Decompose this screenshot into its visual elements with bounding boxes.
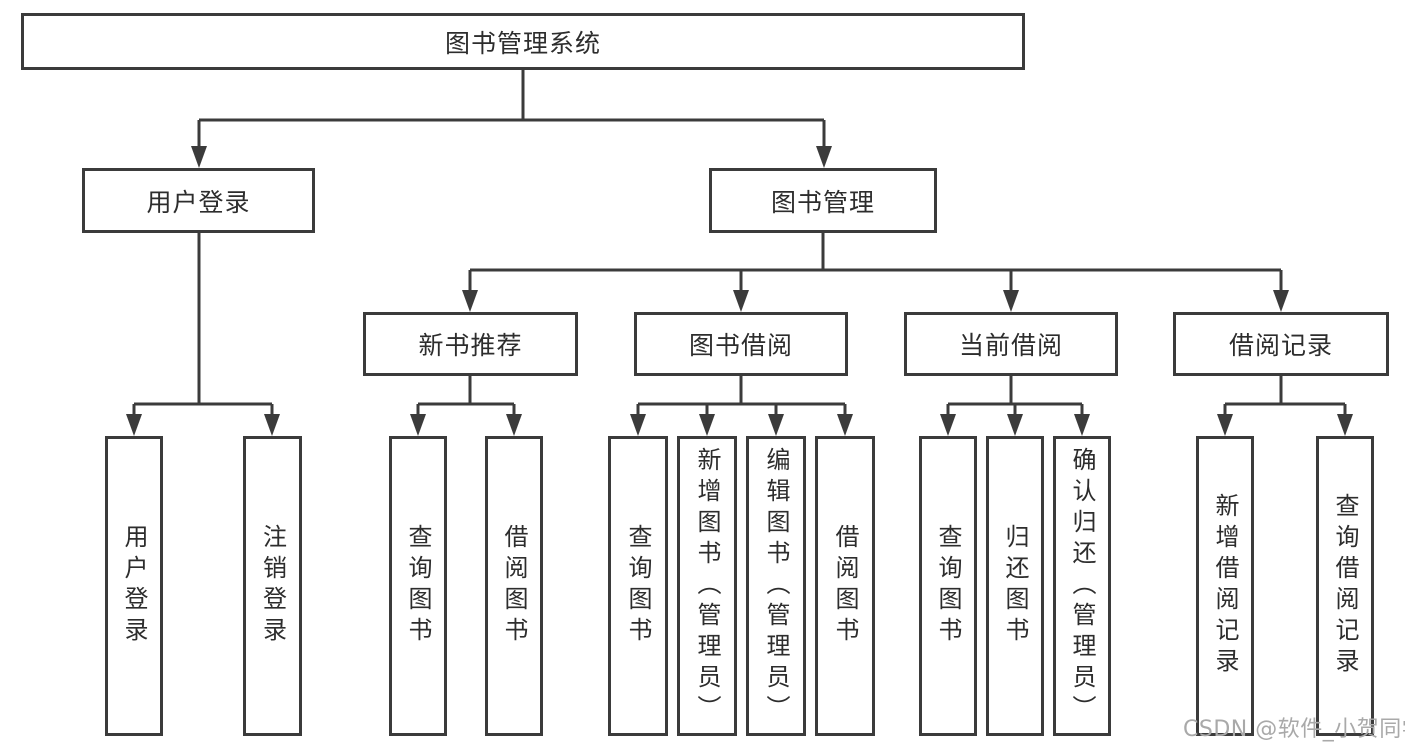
leaf-label: 确认归还（管理员） [1068,446,1096,726]
leaf-label: 借阅图书 [500,524,528,648]
leaf-borrow-books-recommend: 借阅图书 [485,436,543,736]
node-label: 用户登录 [146,187,251,217]
leaf-label: 查询借阅记录 [1331,493,1359,679]
leaf-query-books-recommend: 查询图书 [389,436,447,736]
csdn-watermark: CSDN @软件_小贺同学 [1183,717,1405,742]
leaf-label: 编辑图书（管理员） [762,446,790,726]
leaf-label: 查询图书 [934,524,962,648]
leaf-query-borrow-record: 查询借阅记录 [1316,436,1374,736]
leaf-return-books: 归还图书 [986,436,1044,736]
leaf-label: 查询图书 [404,524,432,648]
leaf-label: 新增借阅记录 [1211,493,1239,679]
node-label: 借阅记录 [1228,331,1333,360]
leaf-confirm-return-admin: 确认归还（管理员） [1053,436,1111,736]
node-label: 图书管理系统 [444,28,601,58]
node-book-management: 图书管理 [709,168,937,233]
leaf-label: 用户登录 [120,524,148,648]
node-library-system-root: 图书管理系统 [21,13,1025,70]
node-borrow-records: 借阅记录 [1173,312,1389,376]
node-label: 新书推荐 [418,331,523,360]
node-label: 当前借阅 [958,331,1063,360]
node-user-login: 用户登录 [82,168,315,233]
leaf-label: 新增图书（管理员） [693,446,721,726]
leaf-logout: 注销登录 [243,436,302,736]
leaf-label: 归还图书 [1001,524,1029,648]
leaf-label: 查询图书 [624,524,652,648]
leaf-label: 注销登录 [258,524,287,648]
node-current-borrow: 当前借阅 [904,312,1118,376]
leaf-user-login: 用户登录 [105,436,163,736]
node-label: 图书借阅 [688,331,793,360]
leaf-borrow-books: 借阅图书 [815,436,875,736]
leaf-label: 借阅图书 [831,524,859,648]
leaf-query-books-borrow: 查询图书 [608,436,668,736]
leaf-query-books-current: 查询图书 [919,436,977,736]
leaf-edit-books-admin: 编辑图书（管理员） [746,436,806,736]
node-label: 图书管理 [770,187,875,217]
node-new-book-recommend: 新书推荐 [363,312,578,376]
leaf-add-books-admin: 新增图书（管理员） [677,436,737,736]
leaf-add-borrow-record: 新增借阅记录 [1196,436,1254,736]
node-book-borrow: 图书借阅 [634,312,848,376]
